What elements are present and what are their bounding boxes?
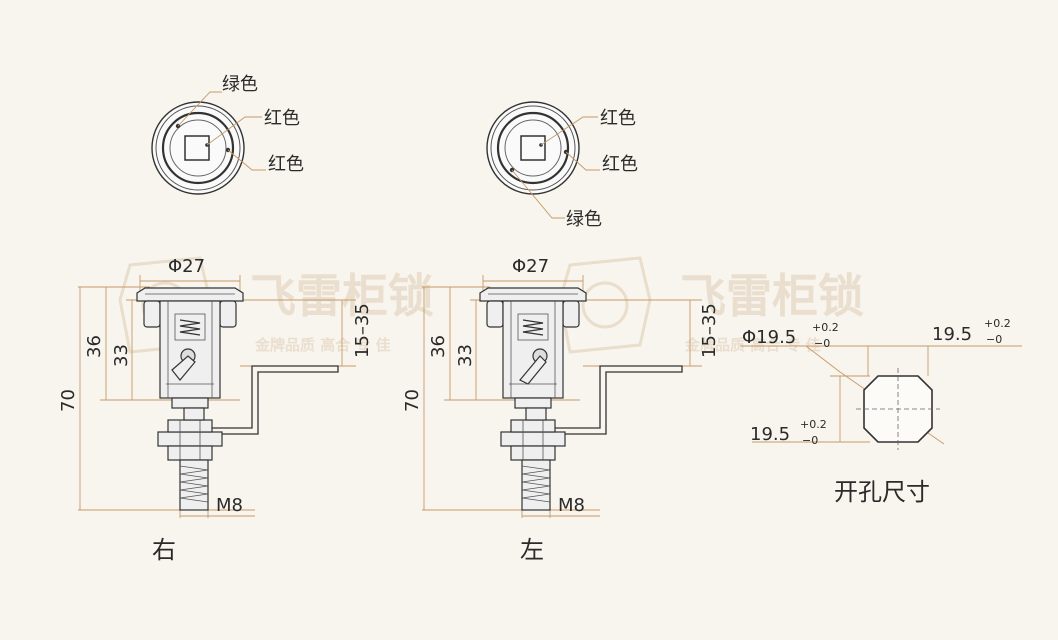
cutout-dia-tol-minus: −0 bbox=[814, 337, 830, 350]
dim-33-left: 33 bbox=[455, 344, 476, 367]
cutout-dia-tol-plus: +0.2 bbox=[812, 321, 839, 334]
label-red-outer-right: 红色 bbox=[268, 154, 304, 175]
dim-diameter-right: Φ27 bbox=[168, 256, 205, 277]
cutout-view: Φ19.5 +0.2 −0 19.5 +0.2 −0 19.5 +0.2 −0 … bbox=[740, 317, 1022, 506]
cutout-height-tol-minus: −0 bbox=[802, 434, 818, 447]
dim-70-right: 70 bbox=[58, 389, 79, 412]
cutout-width-tol-minus: −0 bbox=[986, 333, 1002, 346]
cutout-width-tol-plus: +0.2 bbox=[984, 317, 1011, 330]
cutout-height-label: 19.5 bbox=[750, 424, 790, 445]
watermark-slogan: 金牌品质 高合 专 佳 bbox=[254, 336, 391, 354]
top-view-right: 绿色 红色 红色 bbox=[151, 74, 304, 195]
dim-36-left: 36 bbox=[428, 335, 449, 358]
dim-range-right: 15–35 bbox=[352, 303, 373, 358]
watermark-brand: 飞雷柜锁 bbox=[680, 269, 864, 323]
label-red-inner-right: 红色 bbox=[264, 108, 300, 129]
dim-33-right: 33 bbox=[111, 344, 132, 367]
label-green-right: 绿色 bbox=[222, 74, 258, 95]
watermark-right: 飞雷柜锁 金牌品质 高合 专 佳 bbox=[558, 256, 864, 354]
cutout-width-label: 19.5 bbox=[932, 324, 972, 345]
label-green-left: 绿色 bbox=[566, 209, 602, 230]
cutout-dia-label: Φ19.5 bbox=[742, 327, 796, 348]
dim-thread-right: M8 bbox=[216, 495, 243, 516]
top-view-left: 红色 红色 绿色 bbox=[486, 101, 638, 230]
watermark-slogan: 金牌品质 高合 专 佳 bbox=[684, 336, 821, 354]
dim-36-right: 36 bbox=[84, 335, 105, 358]
caption-left: 左 bbox=[520, 536, 544, 564]
cutout-title: 开孔尺寸 bbox=[834, 478, 930, 506]
side-view-left: Φ27 36 33 70 15–35 M8 左 bbox=[402, 256, 720, 564]
dim-range-left: 15–35 bbox=[699, 303, 720, 358]
dim-70-left: 70 bbox=[402, 389, 423, 412]
label-red-outer-left: 红色 bbox=[602, 154, 638, 175]
dim-thread-left: M8 bbox=[558, 495, 585, 516]
caption-right: 右 bbox=[152, 536, 176, 564]
label-red-inner-left: 红色 bbox=[600, 108, 636, 129]
cutout-height-tol-plus: +0.2 bbox=[800, 418, 827, 431]
side-view-right: Φ27 36 33 70 15–35 M8 右 bbox=[58, 256, 373, 564]
dim-diameter-left: Φ27 bbox=[512, 256, 549, 277]
